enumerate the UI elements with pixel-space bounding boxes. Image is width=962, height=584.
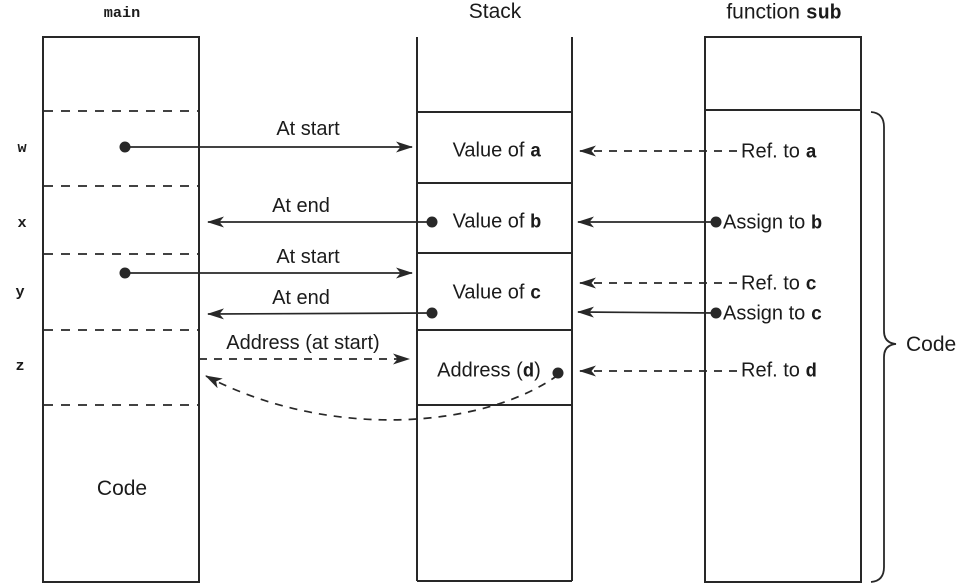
function-sub-box — [704, 36, 862, 583]
stack-cell-address-d: Address (d) — [437, 359, 541, 383]
arrow-anchor-dots — [119, 141, 722, 379]
var-label-y: y — [15, 283, 25, 301]
arrow-address-d-back-reference — [205, 374, 559, 421]
arrow-label-at-start-w: At start — [276, 118, 340, 140]
main-memory-cell-dividers — [44, 110, 198, 406]
main-memory-box — [42, 36, 200, 583]
arrow-assign-to-c — [577, 306, 717, 318]
arrow-label-at-end-x: At end — [272, 195, 330, 217]
sub-row-ref-to-c: Ref. to c — [741, 272, 817, 296]
dot-address-d — [552, 367, 564, 379]
title-function-sub: function sub — [726, 0, 842, 25]
sub-row-assign-to-c: Assign to c — [723, 302, 823, 326]
title-stack: Stack — [468, 0, 522, 23]
arrow-label-address-at-start: Address (at start) — [226, 332, 380, 354]
dot-value-of-c — [426, 307, 438, 319]
dot-w-at-start — [119, 141, 131, 153]
title-main: main — [103, 4, 141, 22]
brace-code-label: Code — [906, 333, 957, 356]
dot-assign-to-b — [710, 216, 722, 228]
sub-row-ref-to-d: Ref. to d — [741, 359, 817, 383]
sub-row-ref-to-a: Ref. to a — [741, 140, 817, 164]
arrow-label-at-start-y: At start — [276, 246, 340, 268]
var-label-z: z — [15, 357, 25, 375]
dot-assign-to-c — [710, 307, 722, 319]
dot-value-of-b — [426, 216, 438, 228]
dot-y-at-start — [119, 267, 131, 279]
arrow-label-at-end-y: At end — [272, 287, 330, 309]
var-label-w: w — [17, 139, 27, 157]
stack-cell-value-of-c: Value of c — [452, 281, 542, 305]
stack-cell-value-of-b: Value of b — [452, 210, 542, 234]
sub-row-assign-to-b: Assign to b — [723, 211, 823, 235]
code-brace — [870, 111, 897, 583]
stack-frame-box — [416, 37, 573, 582]
main-code-label: Code — [96, 477, 148, 500]
stack-cell-value-of-a: Value of a — [452, 139, 542, 163]
arrow-y-at-end — [207, 308, 433, 320]
var-label-x: x — [17, 214, 27, 232]
